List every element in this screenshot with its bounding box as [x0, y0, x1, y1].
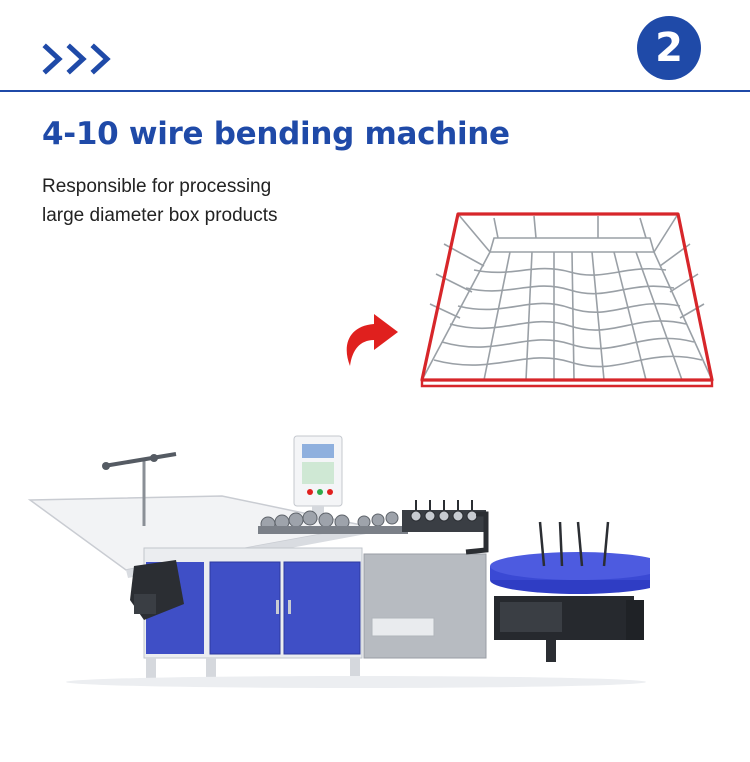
wire-basket-image	[420, 212, 714, 388]
wire-bending-machine-image	[27, 435, 650, 688]
curved-arrow-icon	[346, 314, 398, 366]
chevrons-icon	[42, 43, 111, 75]
description: Responsible for processing large diamete…	[42, 172, 278, 230]
description-line-2: large diameter box products	[42, 205, 278, 226]
step-number-badge: 2	[637, 16, 701, 80]
page-title: 4-10 wire bending machine	[42, 116, 510, 152]
header-divider	[0, 90, 750, 92]
description-line-1: Responsible for processing	[42, 176, 272, 197]
